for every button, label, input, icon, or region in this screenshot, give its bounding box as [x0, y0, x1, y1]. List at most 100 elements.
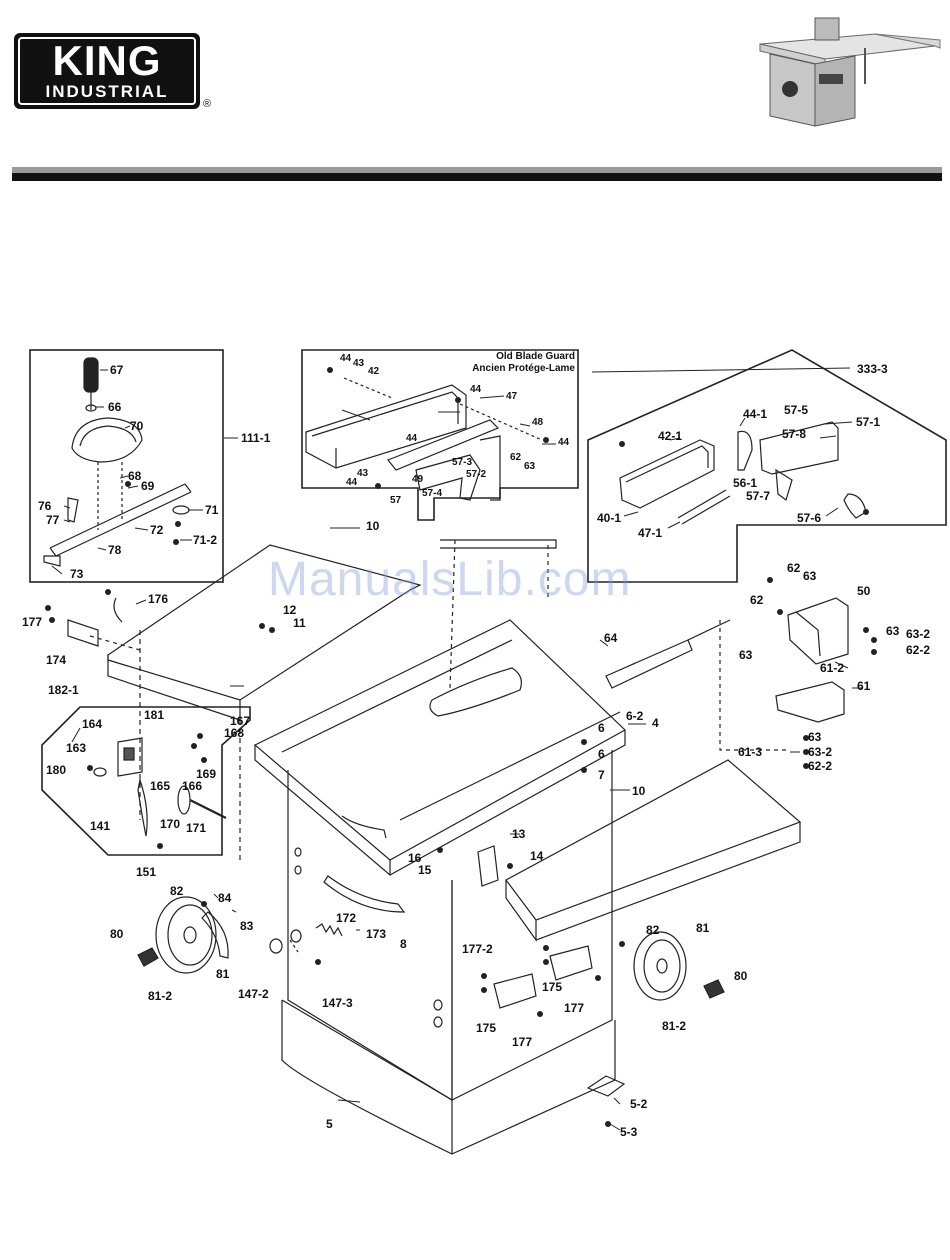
- part-label: 57-8: [782, 427, 806, 441]
- watermark-text: ManualsLib.com: [268, 553, 632, 606]
- part-label: 6: [598, 721, 605, 735]
- part-label: 5: [326, 1117, 333, 1131]
- part-label: 169: [196, 767, 216, 781]
- part-label: 47: [506, 391, 518, 402]
- part-label: 63: [803, 569, 817, 583]
- part-label: 61: [857, 679, 871, 693]
- part-label: 81: [216, 967, 230, 981]
- part-label: 78: [108, 543, 122, 557]
- part-label: 44-1: [743, 407, 767, 421]
- part-label: 62-2: [906, 643, 930, 657]
- part-label: 44: [406, 433, 418, 444]
- part-label: 177: [512, 1035, 532, 1049]
- part-label: 14: [530, 849, 544, 863]
- part-label: 76: [38, 499, 52, 513]
- part-label: 57-2: [466, 469, 486, 480]
- part-label: 40-1: [597, 511, 621, 525]
- part-label: 82: [646, 923, 660, 937]
- miter-gauge-inset-box: [29, 349, 224, 583]
- part-label: 57-4: [422, 488, 442, 499]
- part-label: 69: [141, 479, 155, 493]
- saw-table-top: [253, 619, 627, 861]
- king-industrial-logo: KING INDUSTRIAL: [14, 33, 200, 109]
- part-label: 12: [283, 603, 297, 617]
- part-label: 57: [390, 495, 402, 506]
- part-label: 15: [418, 863, 432, 877]
- part-label: 56-1: [733, 476, 757, 490]
- part-label: 177: [564, 1001, 584, 1015]
- part-label: 62: [510, 452, 522, 463]
- part-label: 182-1: [48, 683, 79, 697]
- part-label: 333-3: [857, 362, 888, 376]
- part-label: 68: [128, 469, 142, 483]
- part-label: 83: [240, 919, 254, 933]
- part-label: 84: [218, 891, 232, 905]
- part-label: 42: [368, 366, 380, 377]
- part-label: 44: [340, 353, 352, 364]
- part-label: 63-2: [906, 627, 930, 641]
- part-label: 80: [110, 927, 124, 941]
- part-label: 44: [470, 384, 482, 395]
- part-label: 177: [22, 615, 42, 629]
- part-label: 173: [366, 927, 386, 941]
- part-label: 63-2: [808, 745, 832, 759]
- part-label: 175: [542, 980, 562, 994]
- logo-border: [18, 37, 196, 105]
- part-label: 43: [357, 468, 369, 479]
- part-label: 5-3: [620, 1125, 638, 1139]
- part-label: 71-2: [193, 533, 217, 547]
- part-label: 81-2: [662, 1019, 686, 1033]
- old-blade-guard-title: Old Blade Guard: [496, 351, 575, 362]
- part-label: 172: [336, 911, 356, 925]
- part-label: 82: [170, 884, 184, 898]
- part-label: 177-2: [462, 942, 493, 956]
- part-label: 70: [130, 419, 144, 433]
- part-label: 111-1: [241, 431, 271, 445]
- part-label: 61-2: [820, 661, 844, 675]
- part-labels: 67 66 70 68 69 76 77 72 71 71-2 78 73 11…: [22, 353, 930, 1139]
- part-label: 63: [808, 730, 822, 744]
- part-label: 167: [230, 714, 250, 728]
- part-label: 8: [400, 937, 407, 951]
- part-label: 181: [144, 708, 164, 722]
- part-label: 57-6: [797, 511, 821, 525]
- part-label: 42-1: [658, 429, 682, 443]
- part-label: 72: [150, 523, 164, 537]
- part-label: 170: [160, 817, 180, 831]
- part-label: 147-3: [322, 996, 353, 1010]
- part-label: 63: [739, 648, 753, 662]
- part-label: 165: [150, 779, 170, 793]
- logo-brand-subtitle: INDUSTRIAL: [45, 82, 169, 101]
- part-label: 71: [205, 503, 219, 517]
- part-label: 80: [734, 969, 748, 983]
- part-label: 10: [366, 519, 380, 533]
- part-label: 49: [412, 474, 424, 485]
- part-label: 61-3: [738, 745, 762, 759]
- part-label: 66: [108, 400, 122, 414]
- part-label: 77: [46, 513, 60, 527]
- part-label: 63: [524, 461, 536, 472]
- part-label: 147-2: [238, 987, 269, 1001]
- part-label: 57-5: [784, 403, 808, 417]
- part-label: 163: [66, 741, 86, 755]
- part-label: 6: [598, 747, 605, 761]
- part-label: 81: [696, 921, 710, 935]
- part-label: 62: [787, 561, 801, 575]
- part-label: 13: [512, 827, 526, 841]
- blade-guard-333-3-inset-box: [587, 349, 947, 583]
- part-label: 57-7: [746, 489, 770, 503]
- part-label: 67: [110, 363, 124, 377]
- part-label: 151: [136, 865, 156, 879]
- part-label: 174: [46, 653, 66, 667]
- part-label: 47-1: [638, 526, 662, 540]
- part-label: 175: [476, 1021, 496, 1035]
- part-label: 168: [224, 726, 244, 740]
- part-label: 4: [652, 716, 659, 730]
- part-label: 176: [148, 592, 168, 606]
- part-label: 5-2: [630, 1097, 648, 1111]
- part-label: 63: [886, 624, 900, 638]
- part-label: 57-3: [452, 457, 472, 468]
- part-label: 62-2: [808, 759, 832, 773]
- part-label: 180: [46, 763, 66, 777]
- part-label: 171: [186, 821, 206, 835]
